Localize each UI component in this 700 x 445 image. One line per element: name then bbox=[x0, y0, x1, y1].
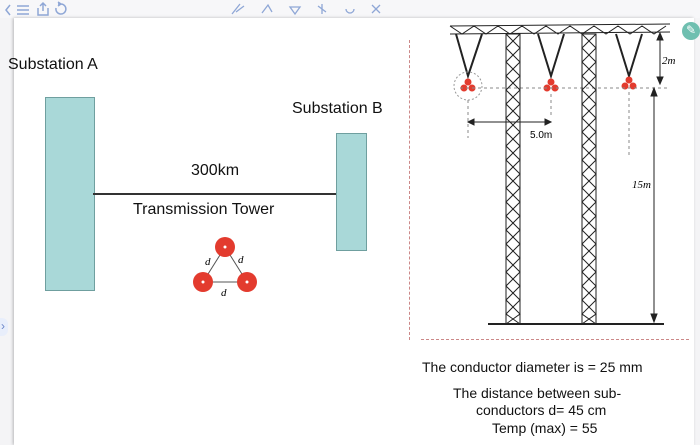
phase-spacing-dimension bbox=[466, 118, 553, 126]
distance-label: 300km bbox=[191, 162, 240, 179]
spacing-label-right: d bbox=[238, 254, 244, 266]
left-lattice-column bbox=[505, 33, 521, 325]
spacing-label-left: d bbox=[205, 256, 211, 268]
substation-b-box bbox=[336, 133, 367, 251]
back-chevron-icon[interactable] bbox=[5, 4, 11, 16]
menu-icon[interactable] bbox=[17, 5, 29, 15]
right-lattice-column bbox=[581, 33, 597, 325]
toolbar-icons bbox=[5, 1, 381, 16]
undo-icon[interactable] bbox=[55, 1, 67, 15]
substation-a-box bbox=[45, 97, 95, 291]
pencil-icon: ✎ bbox=[686, 23, 697, 37]
pencil-tool-button[interactable]: ✎ bbox=[682, 22, 700, 40]
drawing-tools-icons[interactable] bbox=[231, 3, 381, 16]
spacing-label-bottom: d bbox=[221, 287, 227, 299]
height-label: 15m bbox=[632, 179, 651, 191]
share-icon[interactable] bbox=[37, 1, 49, 16]
substation-b-label: Substation B bbox=[292, 100, 383, 117]
line-label: Transmission Tower bbox=[133, 201, 275, 218]
subconductor-distance-note-line2: conductors d= 45 cm bbox=[476, 402, 607, 418]
tower-conductor-bundles bbox=[460, 76, 637, 92]
bundle-conductor-diagram: d d d bbox=[193, 237, 257, 299]
chevron-right-icon: › bbox=[1, 319, 5, 333]
conductor-diameter-note: The conductor diameter is = 25 mm bbox=[422, 359, 643, 375]
top-truss bbox=[449, 23, 671, 35]
substation-a-label: Substation A bbox=[8, 56, 98, 73]
subconductor-distance-note-line1: The distance between sub- bbox=[453, 385, 622, 401]
max-temp-note: Temp (max) = 55 bbox=[492, 420, 598, 436]
phase-spacing-label: 5.0m bbox=[530, 130, 552, 141]
bundle-triangle bbox=[202, 246, 248, 283]
divider-horizontal bbox=[421, 339, 689, 340]
arm-drop-label: 2m bbox=[662, 55, 676, 67]
top-toolbar bbox=[0, 0, 700, 18]
insulator-hangers bbox=[455, 33, 643, 80]
divider-vertical bbox=[409, 40, 410, 340]
height-dimension bbox=[650, 86, 658, 324]
transmission-line bbox=[93, 193, 336, 195]
arm-drop-dimension bbox=[656, 31, 664, 86]
left-panel-handle[interactable]: › bbox=[0, 318, 8, 336]
tower-diagram: 5.0m 15m 2m bbox=[449, 23, 676, 325]
